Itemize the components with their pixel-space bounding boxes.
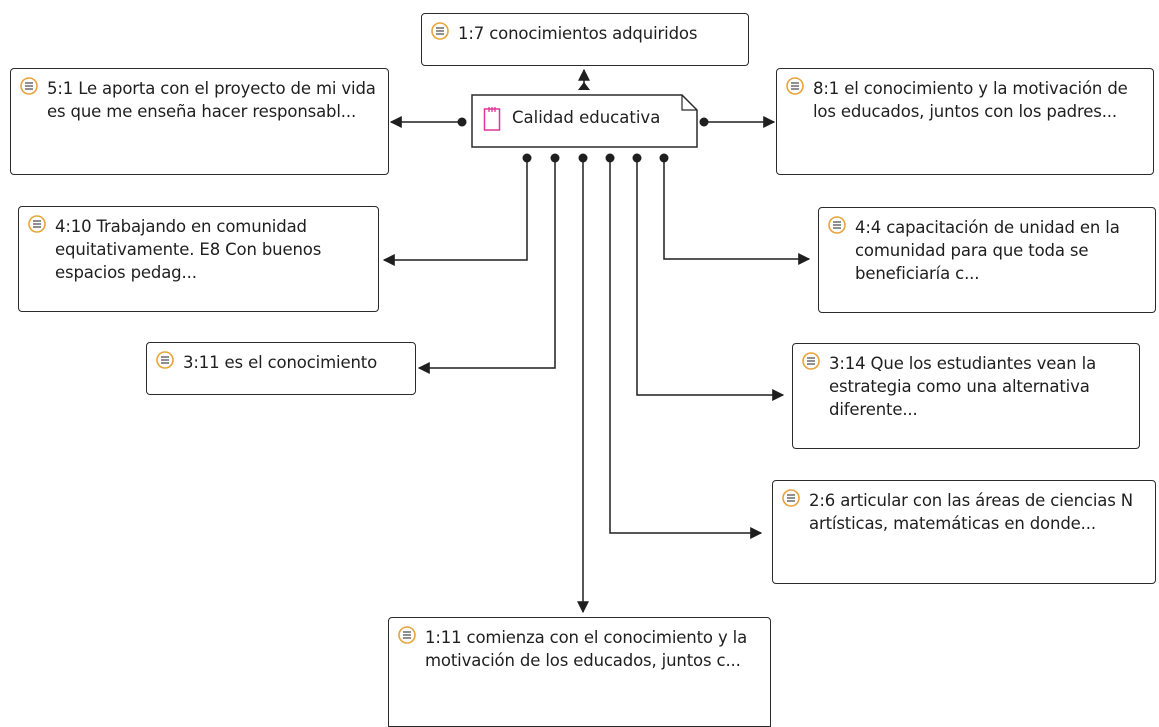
quotation-text: 4:10 Trabajando en comunidad equitativam… xyxy=(55,217,322,282)
quotation-icon xyxy=(786,77,804,95)
quotation-text: 8:1 el conocimiento y la motivación de l… xyxy=(813,79,1128,121)
link-dot xyxy=(550,153,560,163)
link-dot xyxy=(605,153,615,163)
quotation-text: 3:14 Que los estudiantes vean la estrate… xyxy=(829,354,1097,419)
quotation-node-3-14[interactable]: 3:14 Que los estudiantes vean la estrate… xyxy=(792,343,1140,449)
quotation-icon xyxy=(782,489,800,507)
quotation-node-8-1[interactable]: 8:1 el conocimiento y la motivación de l… xyxy=(776,68,1154,175)
link-dot xyxy=(522,153,532,163)
quotation-icon xyxy=(28,215,46,233)
quotation-icon xyxy=(802,352,820,370)
link-arrow-tail xyxy=(578,82,590,90)
link-to-q-2-6 xyxy=(609,158,763,539)
link-dot xyxy=(699,117,709,127)
link-dot xyxy=(457,117,467,127)
link-to-q-4-10 xyxy=(382,158,528,266)
link-dot xyxy=(659,153,669,163)
code-node-calidad-educativa[interactable]: Calidad educativa xyxy=(471,94,698,148)
quotation-icon xyxy=(20,77,38,95)
code-label: Calidad educativa xyxy=(512,108,661,127)
link-dot xyxy=(632,153,642,163)
quotation-icon xyxy=(156,351,174,369)
quotation-node-1-7[interactable]: 1:7 conocimientos adquiridos xyxy=(421,13,749,66)
quotation-icon xyxy=(431,22,449,40)
quotation-node-2-6[interactable]: 2:6 articular con las áreas de ciencias … xyxy=(772,480,1156,584)
quotation-text: 5:1 Le aporta con el proyecto de mi vida… xyxy=(47,79,376,121)
quotation-icon xyxy=(828,216,846,234)
quotation-node-4-10[interactable]: 4:10 Trabajando en comunidad equitativam… xyxy=(18,206,379,312)
quotation-icon xyxy=(398,626,416,644)
quotation-node-4-4[interactable]: 4:4 capacitación de unidad en la comunid… xyxy=(818,207,1156,313)
link-to-q-3-11 xyxy=(417,158,556,374)
quotation-node-1-11[interactable]: 1:11 comienza con el conocimiento y la m… xyxy=(388,617,771,727)
link-to-q-4-4 xyxy=(663,158,811,265)
quotation-text: 1:7 conocimientos adquiridos xyxy=(458,24,698,43)
link-dot xyxy=(578,153,588,163)
quotation-text: 3:11 es el conocimiento xyxy=(183,353,378,372)
link-to-q-3-14 xyxy=(636,158,785,401)
quotation-node-5-1[interactable]: 5:1 Le aporta con el proyecto de mi vida… xyxy=(10,68,389,175)
code-document-icon xyxy=(483,107,501,131)
quotation-node-3-11[interactable]: 3:11 es el conocimiento xyxy=(146,342,416,395)
code-node-shape xyxy=(471,94,698,148)
quotation-text: 1:11 comienza con el conocimiento y la m… xyxy=(425,628,748,670)
quotation-text: 4:4 capacitación de unidad en la comunid… xyxy=(855,218,1120,283)
quotation-text: 2:6 articular con las áreas de ciencias … xyxy=(809,491,1133,533)
